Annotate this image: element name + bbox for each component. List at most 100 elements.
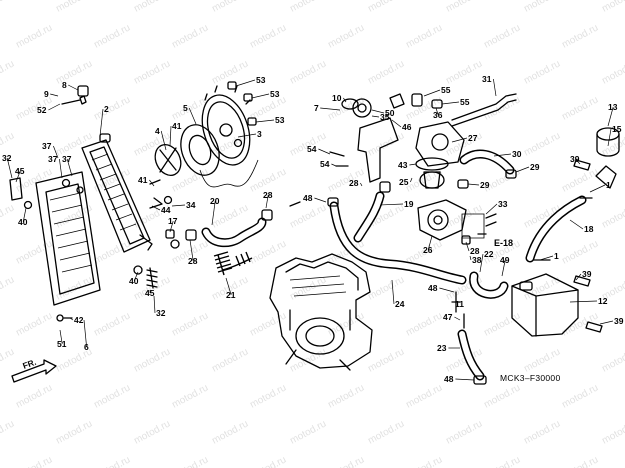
callout-39: 39	[570, 154, 580, 164]
leader-21	[225, 277, 232, 296]
drawing-code-label: MCK3–F30000	[500, 373, 560, 383]
leader-28	[360, 182, 363, 187]
watermark-text: motod.ru	[482, 22, 522, 50]
watermark-text: motod.ru	[0, 58, 16, 86]
leader-40	[133, 271, 139, 282]
watermark-text: motod.ru	[404, 22, 444, 50]
watermark-text: motod.ru	[366, 418, 406, 446]
leader-44	[151, 205, 161, 211]
pipe-31	[451, 93, 517, 121]
watermark-text: motod.ru	[366, 346, 406, 374]
leader-35	[371, 115, 380, 118]
leader-37	[66, 158, 73, 177]
leader-38	[469, 255, 472, 261]
leader-1	[539, 255, 554, 261]
callout-13: 13	[608, 102, 618, 112]
callout-26: 26	[423, 245, 433, 255]
callout-29: 29	[480, 180, 490, 190]
callout-37: 37	[62, 154, 72, 164]
leader-51	[59, 329, 63, 345]
leader-55	[441, 101, 460, 105]
callout-27: 27	[468, 133, 478, 143]
clamp-28-left	[185, 229, 197, 241]
callout-3: 3	[257, 129, 262, 139]
thermostat-housing	[341, 93, 405, 193]
callout-40: 40	[18, 217, 28, 227]
watermark-text: motod.ru	[560, 166, 600, 194]
watermark-text: motod.ru	[170, 22, 210, 50]
watermark-text: motod.ru	[210, 346, 250, 374]
callout-50: 50	[385, 108, 395, 118]
watermark-text: motod.ru	[0, 418, 16, 446]
leader-48	[455, 378, 475, 381]
watermark-text: motod.ru	[14, 22, 54, 50]
watermark-text: motod.ru	[600, 130, 625, 158]
callout-38: 38	[472, 255, 482, 265]
callout-21: 21	[226, 290, 236, 300]
watermark-text: motod.ru	[288, 346, 328, 374]
watermark-text: motod.ru	[522, 346, 562, 374]
watermark-text: motod.ru	[54, 130, 94, 158]
watermark-text: motod.ru	[92, 382, 132, 410]
callout-44: 44	[161, 205, 171, 215]
leader-41	[149, 179, 155, 187]
leader-42	[69, 317, 74, 321]
leader-31	[493, 78, 497, 97]
watermark-text: motod.ru	[444, 418, 484, 446]
leader-48	[314, 197, 327, 203]
watermark-text: motod.ru	[560, 22, 600, 50]
watermark-text: motod.ru	[210, 202, 250, 230]
callout-37: 37	[42, 141, 52, 151]
callout-5: 5	[183, 103, 188, 113]
leader-18	[569, 219, 584, 230]
watermark-text: motod.ru	[210, 0, 250, 15]
callout-6: 6	[84, 342, 89, 352]
callout-31: 31	[482, 74, 492, 84]
callout-10: 10	[332, 93, 342, 103]
callout-29: 29	[530, 162, 540, 172]
watermark-text: motod.ru	[366, 58, 406, 86]
direction-label: FR.	[21, 357, 37, 371]
leader-53	[235, 79, 256, 87]
watermark-text: motod.ru	[170, 310, 210, 338]
leader-52	[48, 103, 61, 111]
leader-28	[189, 239, 194, 262]
callout-54: 54	[307, 144, 317, 154]
watermark-text: motod.ru	[14, 454, 54, 468]
leader-49	[501, 259, 506, 277]
callout-36: 36	[433, 110, 443, 120]
leader-3	[237, 133, 257, 138]
watermark-text: motod.ru	[54, 418, 94, 446]
callout-49: 49	[500, 255, 510, 265]
callout-32: 32	[2, 153, 12, 163]
clamp-28-right	[261, 209, 273, 221]
callout-45: 45	[15, 166, 25, 176]
watermark-text: motod.ru	[600, 202, 625, 230]
watermark-text: motod.ru	[248, 454, 288, 468]
leader-6	[83, 319, 87, 348]
leader-53	[255, 119, 275, 123]
callout-35: 35	[380, 112, 390, 122]
radiator-shroud	[35, 171, 101, 306]
watermark-text: motod.ru	[560, 238, 600, 266]
watermark-text: motod.ru	[482, 454, 522, 468]
radiator-grommets	[9, 177, 180, 322]
callout-34: 34	[186, 200, 196, 210]
callout-48: 48	[303, 193, 313, 203]
leader-28	[265, 194, 269, 209]
leader-lines	[6, 78, 614, 381]
leader-17	[169, 220, 174, 233]
watermark-text: motod.ru	[92, 310, 132, 338]
callout-42: 42	[74, 315, 84, 325]
callout-20: 20	[210, 196, 220, 206]
watermark-text: motod.ru	[560, 310, 600, 338]
callout-53: 53	[270, 89, 280, 99]
reserve-tank	[511, 273, 579, 337]
callout-53: 53	[275, 115, 285, 125]
watermark-text: motod.ru	[600, 418, 625, 446]
callout-11: 11	[455, 299, 464, 309]
watermark-text: motod.ru	[248, 382, 288, 410]
callout-46: 46	[402, 122, 412, 132]
